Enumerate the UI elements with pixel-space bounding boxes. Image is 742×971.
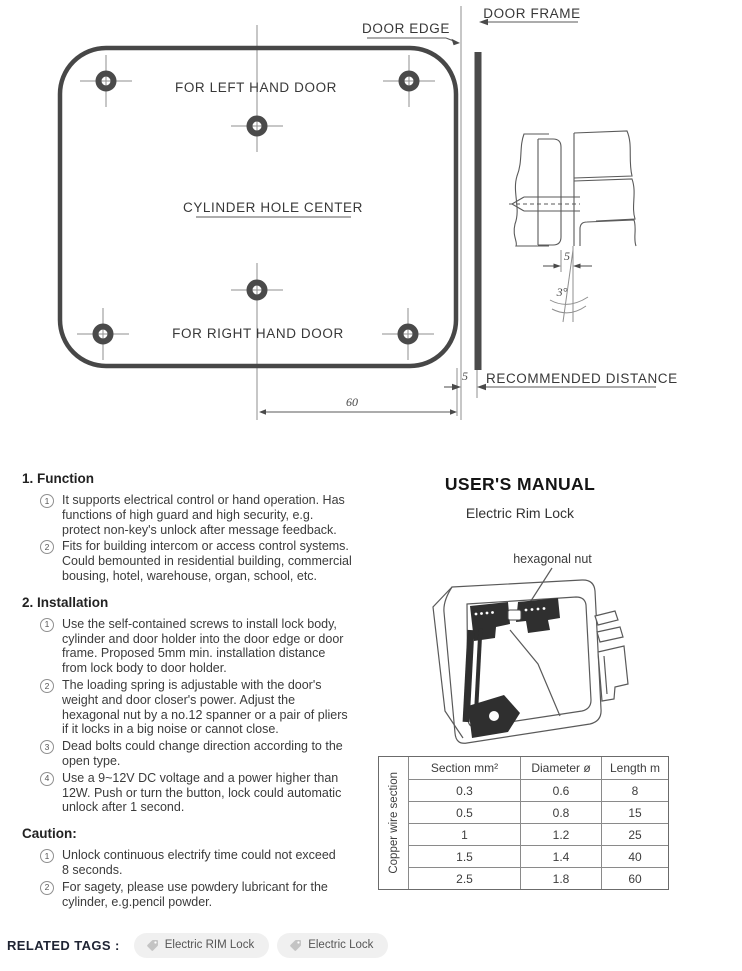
template-plate-outline xyxy=(57,45,459,369)
table-cell: 1.2 xyxy=(520,823,601,845)
list-item: 2 Fits for building intercom or access c… xyxy=(40,539,406,583)
table-cell: 2.5 xyxy=(408,867,520,889)
instructions-column: 1. Function 1 It supports electrical con… xyxy=(22,471,406,911)
circled-number: 1 xyxy=(40,617,54,632)
circled-number: 2 xyxy=(40,678,54,693)
screw-hole xyxy=(77,308,129,360)
table-side-label: Copper wire section xyxy=(387,772,400,874)
for-left-hand-door-label: FOR LEFT HAND DOOR xyxy=(175,80,337,95)
table-cell: 1.4 xyxy=(520,845,601,867)
column-header: Section mm² xyxy=(408,757,520,779)
table-cell: 0.8 xyxy=(520,801,601,823)
recommended-distance-callout: RECOMMENDED DISTANCE 5 xyxy=(444,369,678,391)
manual-title: USER'S MANUAL xyxy=(444,474,596,494)
svg-text:5: 5 xyxy=(462,369,468,383)
lock-mechanism xyxy=(462,598,560,738)
table-cell: 0.6 xyxy=(520,779,601,801)
svg-text:3°: 3° xyxy=(556,285,568,299)
table-cell: 60 xyxy=(601,867,668,889)
cross-section-detail: 5 3° xyxy=(509,130,637,323)
screw-hole xyxy=(80,55,132,107)
related-tags-row: RELATED TAGS : Electric RIM Lock Electri… xyxy=(7,930,735,960)
svg-text:RECOMMENDED DISTANCE: RECOMMENDED DISTANCE xyxy=(486,371,678,386)
related-tags-label: RELATED TAGS : xyxy=(7,937,120,953)
tag-electric-lock[interactable]: Electric Lock xyxy=(277,932,389,958)
section-heading-installation: 2. Installation xyxy=(22,594,109,610)
list-item: 1 Unlock continuous electrify time could… xyxy=(40,848,406,878)
circled-number: 2 xyxy=(40,880,54,895)
manual-subtitle: Electric Rim Lock xyxy=(465,505,575,521)
circled-number: 1 xyxy=(40,849,54,864)
width-60-dimension: 60 xyxy=(259,395,457,415)
table-cell: 1 xyxy=(408,823,520,845)
list-item: 2 For sagety, please use powdery lubrica… xyxy=(40,880,406,910)
circled-number: 3 xyxy=(40,740,54,755)
section-heading-caution: Caution: xyxy=(22,826,77,842)
list-item: 1 It supports electrical control or hand… xyxy=(40,493,406,537)
hexagonal-nut xyxy=(507,609,522,621)
cylinder-hole-center-label: CYLINDER HOLE CENTER xyxy=(183,200,363,215)
list-item: 2 The loading spring is adjustable with … xyxy=(40,678,406,737)
table-cell: 0.5 xyxy=(408,801,520,823)
tag-label: Electric RIM Lock xyxy=(164,939,255,951)
svg-text:60: 60 xyxy=(346,395,358,409)
screw-hole xyxy=(382,308,434,360)
table-cell: 40 xyxy=(601,845,668,867)
screw-holes xyxy=(77,55,435,360)
door-frame-callout: DOOR FRAME xyxy=(479,6,581,26)
door-edge-callout: DOOR EDGE xyxy=(362,21,460,46)
list-item: 3 Dead bolts could change direction acco… xyxy=(40,739,406,769)
svg-text:DOOR EDGE: DOOR EDGE xyxy=(362,21,450,36)
circled-number: 1 xyxy=(40,494,54,508)
section-heading-function: 1. Function xyxy=(22,471,94,486)
table-cell: 8 xyxy=(601,779,668,801)
for-right-hand-door-label: FOR RIGHT HAND DOOR xyxy=(172,326,344,341)
hexagonal-nut-label: hexagonal nut xyxy=(513,552,592,566)
circled-number: 4 xyxy=(40,771,54,786)
tag-icon xyxy=(146,939,158,951)
connector-tabs xyxy=(594,610,629,702)
column-header: Diameter ø xyxy=(520,757,601,779)
list-item: 1 Use the self-contained screws to insta… xyxy=(40,617,406,676)
screw-hole xyxy=(231,264,283,316)
door-frame-bar xyxy=(474,52,482,370)
svg-text:5: 5 xyxy=(564,249,570,263)
tag-icon xyxy=(290,939,302,951)
screw-hole xyxy=(383,55,435,107)
column-header: Length m xyxy=(601,757,668,779)
table-cell: 1.5 xyxy=(408,845,520,867)
table-cell: 1.8 xyxy=(520,867,601,889)
installation-template-diagram: FOR LEFT HAND DOOR CYLINDER HOLE CENTER … xyxy=(57,6,678,420)
rim-lock-illustration xyxy=(432,567,629,744)
table-cell: 0.3 xyxy=(408,779,520,801)
circled-number: 2 xyxy=(40,540,54,555)
svg-text:DOOR FRAME: DOOR FRAME xyxy=(483,6,581,21)
screw-hole xyxy=(231,100,283,152)
table-cell: 15 xyxy=(601,801,668,823)
table-cell: 25 xyxy=(601,823,668,845)
copper-wire-table: Copper wire section Section mm² Diameter… xyxy=(378,756,669,890)
list-item: 4 Use a 9~12V DC voltage and a power hig… xyxy=(40,771,406,815)
tag-label: Electric Lock xyxy=(308,939,374,951)
tag-electric-rim-lock[interactable]: Electric RIM Lock xyxy=(133,932,270,958)
